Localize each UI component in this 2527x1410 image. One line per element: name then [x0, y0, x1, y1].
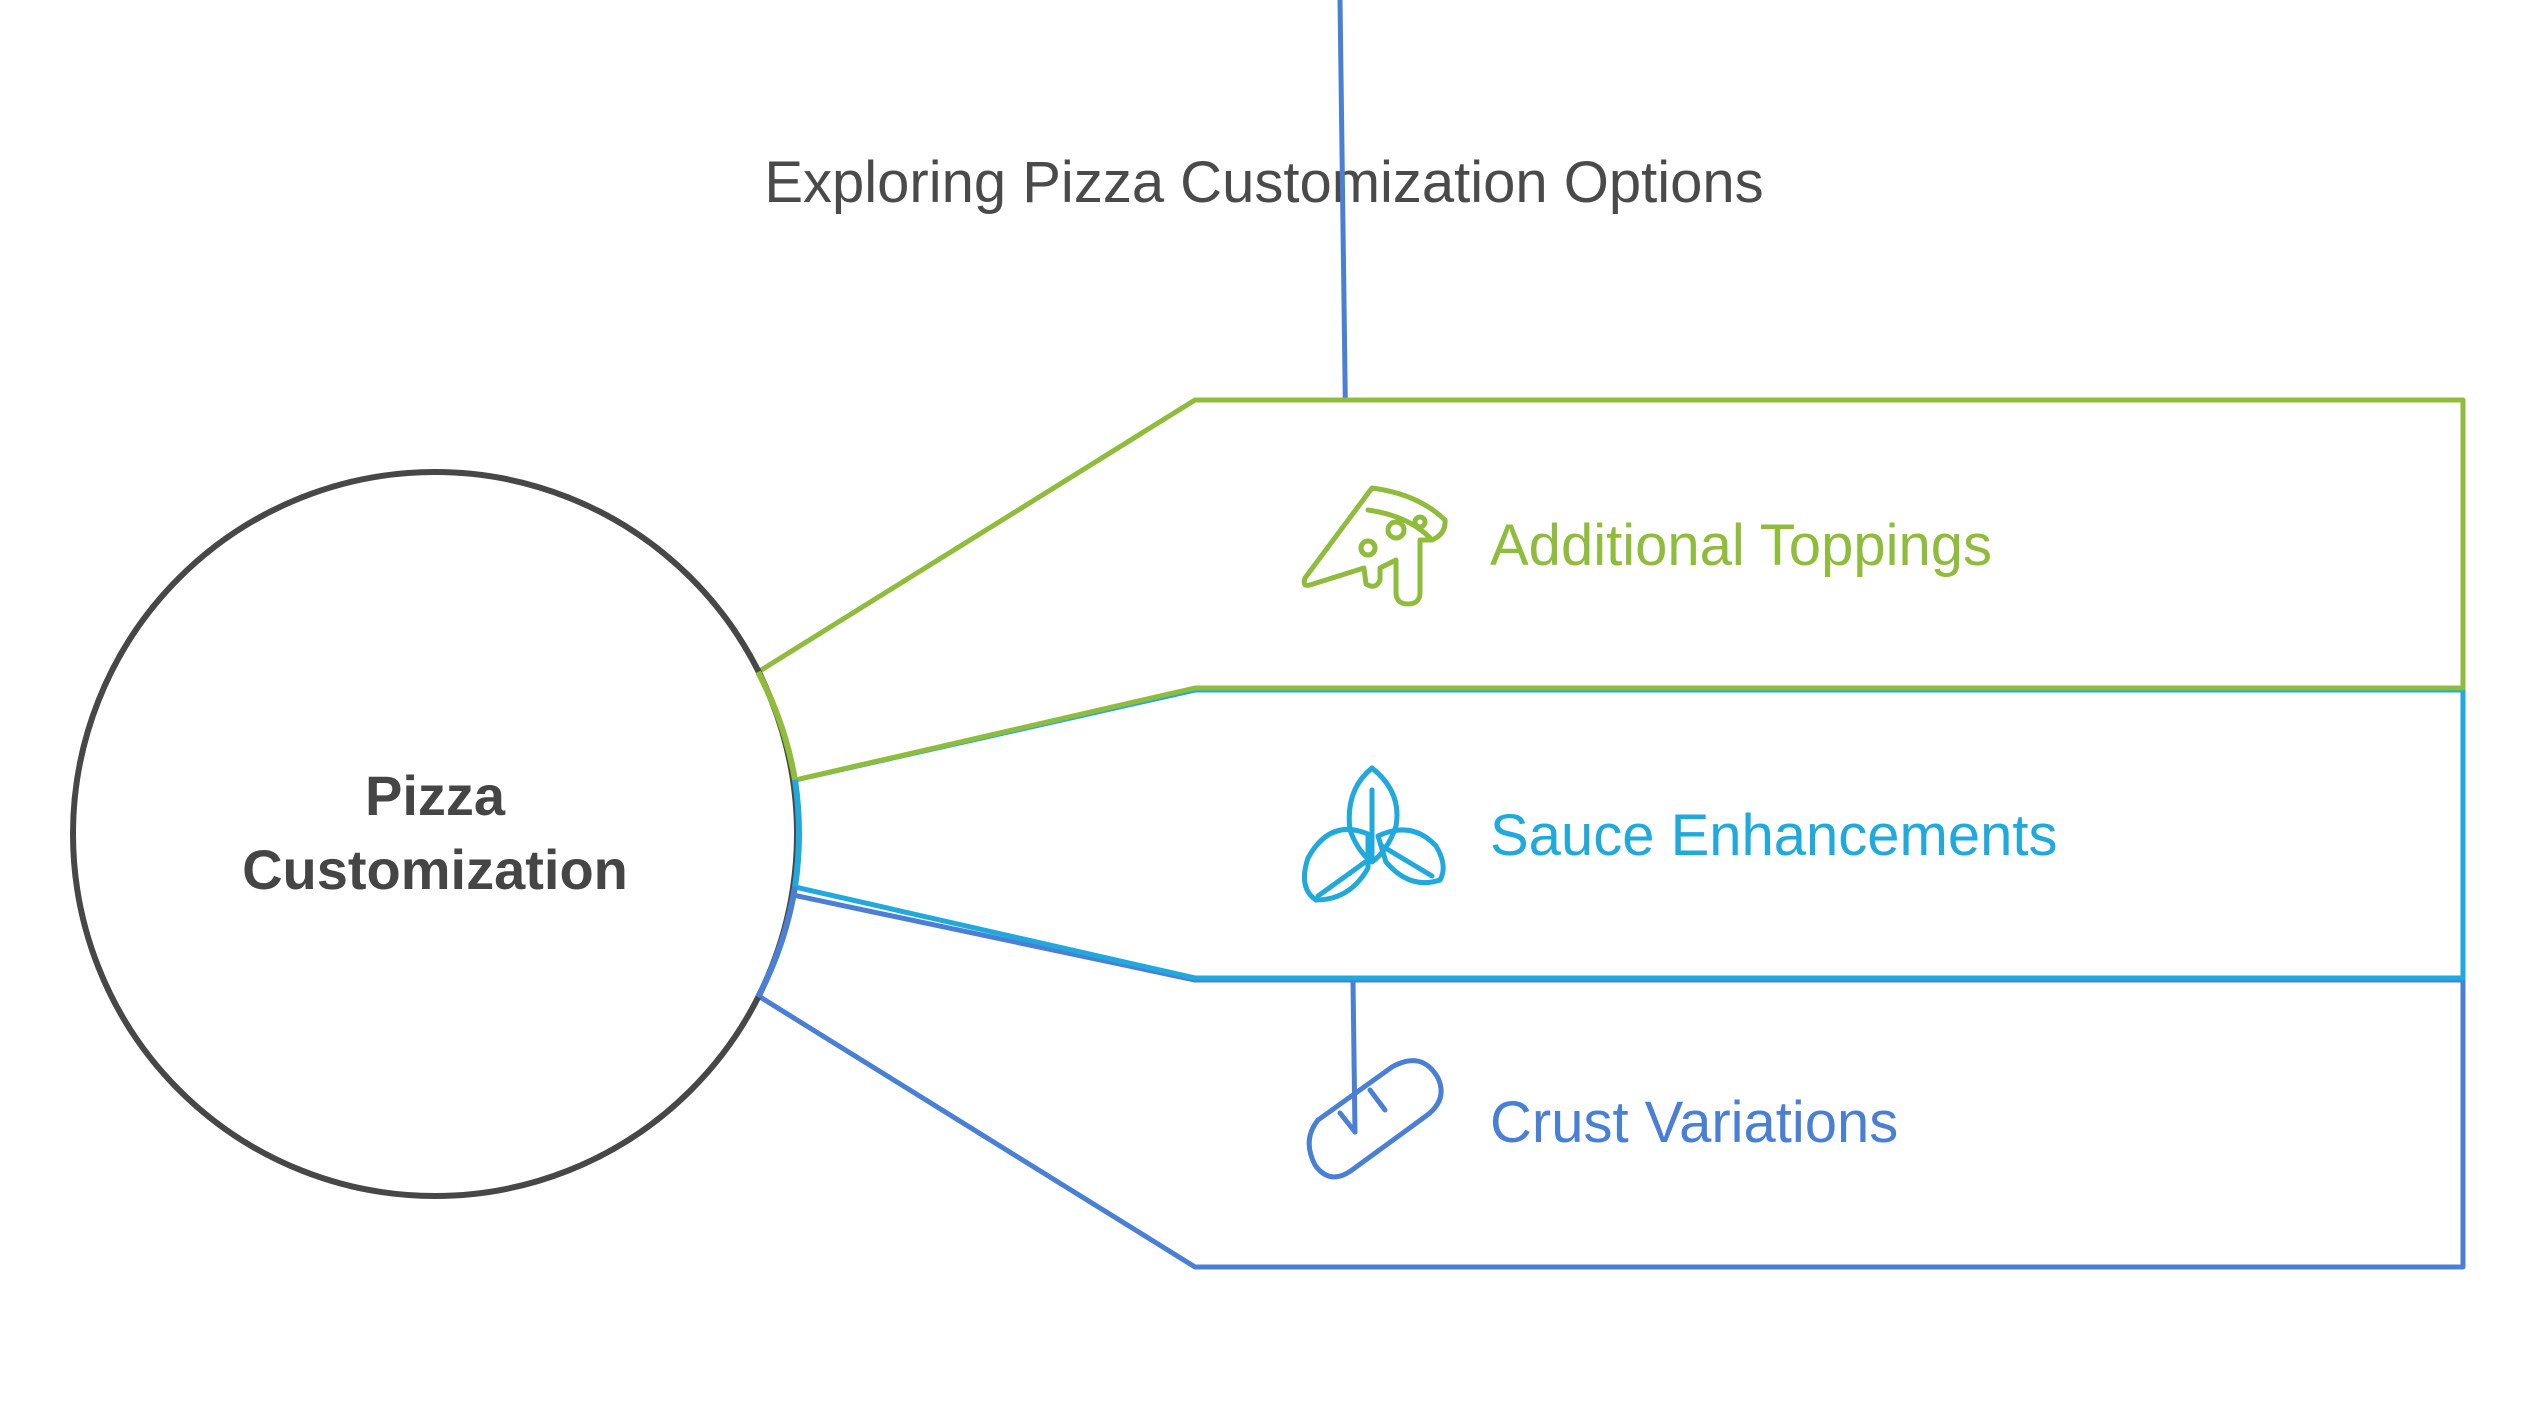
branch-label-sauce: Sauce Enhancements	[1490, 803, 2057, 868]
diagram-title: Exploring Pizza Customization Options	[764, 150, 1763, 215]
basil-leaves-icon	[1301, 765, 1446, 903]
branch-sauce-enhancements: Sauce Enhancements	[792, 687, 2466, 981]
center-label-line2: Customization	[242, 838, 628, 901]
arc-toppings	[755, 670, 798, 781]
branch-label-crust: Crust Variations	[1490, 1090, 1898, 1155]
branch-crust-variations: Crust Variations	[752, 0, 2466, 1270]
arc-sauce	[792, 779, 802, 888]
arc-crust	[755, 886, 798, 999]
center-node: Pizza Customization	[70, 469, 802, 1199]
branch-label-toppings: Additional Toppings	[1490, 513, 1992, 578]
branch-additional-toppings: Additional Toppings	[755, 397, 2466, 783]
center-circle	[70, 469, 800, 1199]
pizza-slice-icon	[1301, 485, 1448, 607]
center-label-line1: Pizza	[365, 764, 506, 827]
